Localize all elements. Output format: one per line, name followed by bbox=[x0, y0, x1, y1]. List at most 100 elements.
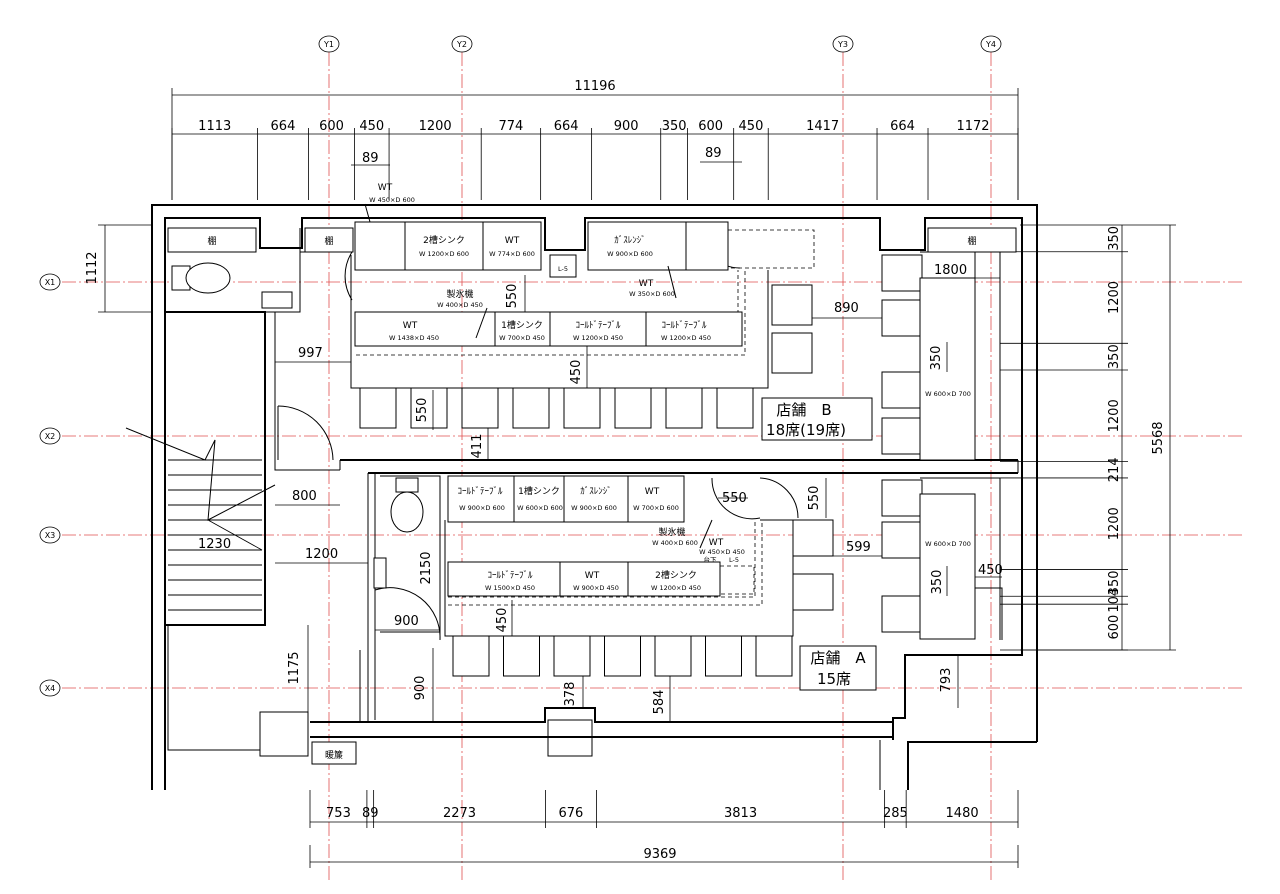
top-dim-ticks bbox=[171, 128, 1019, 200]
dashed-equipment bbox=[727, 229, 815, 269]
wt-top-size: W 450×D 600 bbox=[369, 196, 415, 204]
dim-997: 997 bbox=[298, 346, 323, 361]
equipment-label: L-5 bbox=[558, 265, 568, 273]
cold-table-b2 bbox=[645, 311, 743, 347]
bottom-dim-ticks bbox=[309, 790, 1019, 828]
toilet-a bbox=[390, 477, 424, 533]
dim-bottom-segment: 753 bbox=[326, 806, 351, 821]
equipment-size: W 700×D 600 bbox=[633, 504, 679, 512]
dim-bottom-total: 9369 bbox=[643, 847, 676, 862]
toilet-b bbox=[171, 262, 231, 294]
dim-top-segment: 664 bbox=[271, 119, 296, 134]
dim-right-segment: 350 bbox=[1107, 226, 1122, 251]
chair bbox=[771, 332, 813, 374]
dim-900b: 900 bbox=[413, 676, 428, 701]
dim-top-segment: 1417 bbox=[806, 119, 839, 134]
store-b-fixtures: 棚 棚 棚 WT W 450×D 600 2槽シンク W 1200×D 600 … bbox=[167, 183, 1017, 461]
store-b-seats: 18席(19席) bbox=[766, 421, 846, 439]
dim-900a: 900 bbox=[394, 614, 419, 629]
counter-stool bbox=[512, 387, 550, 429]
counter-stool bbox=[654, 635, 692, 677]
dim-450c: 450 bbox=[978, 563, 1003, 578]
dim-right-segment: 600 bbox=[1107, 615, 1122, 640]
equipment-size: W 1200×D 450 bbox=[651, 584, 701, 592]
left-dimension: 1112 bbox=[85, 224, 152, 313]
dim-411: 411 bbox=[470, 434, 485, 459]
noren-label: 暖簾 bbox=[325, 749, 343, 761]
dim-1112: 1112 bbox=[85, 251, 100, 284]
axis-label: Y4 bbox=[985, 40, 996, 49]
wt-b1 bbox=[482, 221, 542, 271]
shelf-mid bbox=[304, 227, 354, 253]
chair bbox=[881, 595, 923, 633]
equipment-size: W 1500×D 450 bbox=[485, 584, 535, 592]
shelf-label: 棚 bbox=[967, 235, 976, 247]
grid-axes: Y1 Y2 Y3 Y4 X1 X2 X3 X4 bbox=[39, 35, 1245, 880]
dim-top-segment: 664 bbox=[554, 119, 579, 134]
hand-sink-a bbox=[373, 557, 387, 589]
dim-bottom-segment: 676 bbox=[559, 806, 584, 821]
cold-table-b1 bbox=[549, 311, 647, 347]
sink-2tank-b bbox=[404, 221, 484, 271]
equipment-label: ｶﾞｽﾚﾝｼﾞ bbox=[580, 486, 612, 497]
equipment-size: W 774×D 600 bbox=[489, 250, 535, 258]
chair bbox=[771, 284, 813, 326]
axis-label: Y1 bbox=[323, 40, 334, 49]
chair bbox=[881, 417, 923, 455]
equipment-label: 製氷機 bbox=[658, 526, 685, 538]
dim-bottom-segment: 89 bbox=[362, 806, 379, 821]
dim-1175: 1175 bbox=[287, 651, 302, 684]
equipment-size: W 900×D 450 bbox=[573, 584, 619, 592]
store-a-label-box bbox=[799, 645, 877, 691]
dim-350b: 350 bbox=[930, 570, 945, 595]
dim-top-segment: 1172 bbox=[956, 119, 989, 134]
equipment-label: ｺｰﾙﾄﾞﾃｰﾌﾞﾙ bbox=[457, 486, 503, 497]
dim-right-segment: 350 bbox=[1107, 570, 1122, 595]
equipment-size: W 1438×D 450 bbox=[389, 334, 439, 342]
equipment-label: WT bbox=[645, 487, 660, 497]
store-a-seats: 15席 bbox=[817, 670, 851, 688]
shelf-label: 棚 bbox=[207, 235, 216, 247]
dim-right-segment: 350 bbox=[1107, 344, 1122, 369]
equipment-label: L-5 bbox=[729, 556, 739, 564]
dim-top-segment: 774 bbox=[499, 119, 524, 134]
axis-label: X1 bbox=[45, 278, 56, 287]
dim-550b: 550 bbox=[415, 398, 430, 423]
door-swing bbox=[344, 251, 353, 301]
wt-top-label: WT bbox=[378, 183, 393, 193]
equipment-size: W 900×D 600 bbox=[459, 504, 505, 512]
equipment-label: ｺｰﾙﾄﾞﾃｰﾌﾞﾙ bbox=[575, 320, 621, 331]
store-a-fixtures: ｺｰﾙﾄﾞﾃｰﾌﾞﾙ W 900×D 600 1槽シンク W 600×D 600… bbox=[373, 475, 1003, 691]
dim-550c: 550 bbox=[722, 491, 747, 506]
equipment-label: WT bbox=[585, 571, 600, 581]
dim-top-segment: 600 bbox=[319, 119, 344, 134]
shelf-right bbox=[927, 227, 1017, 253]
dim-bottom-segment: 2273 bbox=[443, 806, 476, 821]
counter-stools-a bbox=[452, 635, 793, 677]
inner-dimensions: 997 550 450 550 411 800 1230 1200 2150 9… bbox=[198, 263, 1003, 722]
counter-stool bbox=[359, 387, 397, 429]
dim-right-segment: 214 bbox=[1107, 457, 1122, 482]
chair bbox=[881, 254, 923, 292]
dim-top-segment: 1113 bbox=[198, 119, 231, 134]
counter-stool bbox=[665, 387, 703, 429]
counter-stool bbox=[461, 387, 499, 429]
equipment-size: W 1200×D 600 bbox=[419, 250, 469, 258]
axis-label: X4 bbox=[45, 684, 56, 693]
stairs bbox=[125, 427, 276, 751]
equipment-size: W 450×D 450 bbox=[699, 548, 745, 556]
dim-89-right: 89 bbox=[705, 146, 722, 161]
counter-stool bbox=[716, 387, 754, 429]
dim-450b: 450 bbox=[495, 608, 510, 633]
table-a bbox=[919, 493, 976, 640]
dim-550d: 550 bbox=[807, 486, 822, 511]
dim-1230: 1230 bbox=[198, 537, 231, 552]
hand-sink-b bbox=[261, 291, 293, 309]
dim-599: 599 bbox=[846, 540, 871, 555]
counter-stool bbox=[553, 635, 591, 677]
cold-table-a2 bbox=[447, 561, 561, 597]
gas-range-a bbox=[563, 475, 629, 523]
dim-top-segment: 1200 bbox=[419, 119, 452, 134]
equipment-label: ｶﾞｽﾚﾝｼﾞ bbox=[614, 235, 646, 246]
